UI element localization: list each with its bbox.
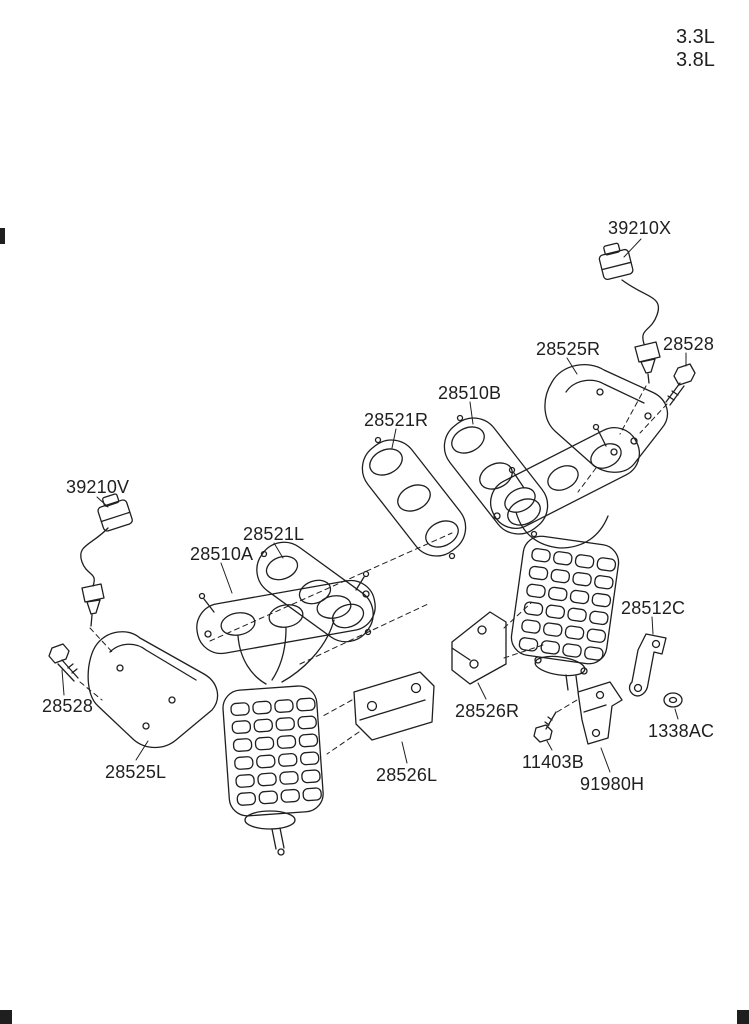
- bolt-11403b-drawing: [533, 711, 557, 743]
- part-label-28512c[interactable]: 28512C: [621, 598, 686, 618]
- oxygen-sensor-39210v-drawing: [80, 493, 133, 627]
- part-label-39210x[interactable]: 39210X: [608, 218, 672, 238]
- gasket-28521l-drawing: [256, 541, 374, 643]
- gasket-28510b-drawing: [443, 414, 549, 538]
- part-label-11403b[interactable]: 11403B: [522, 752, 584, 772]
- part-label-28526l[interactable]: 28526L: [376, 765, 438, 785]
- oxygen-sensor-39210x-drawing: [598, 242, 661, 384]
- part-label-28510a[interactable]: 28510A: [190, 544, 254, 564]
- page-corner-marks: [0, 228, 749, 1024]
- washer-1338ac-drawing: [663, 692, 683, 708]
- part-label-91980h[interactable]: 91980H: [580, 774, 645, 794]
- exhaust-manifold-cat-left-drawing: [196, 570, 376, 856]
- stay-28526r-drawing: [451, 611, 507, 685]
- part-label-28525r[interactable]: 28525R: [536, 339, 601, 359]
- engine-variant-3-8l: 3.8L: [676, 49, 715, 71]
- part-label-28528-right[interactable]: 28528: [663, 334, 715, 354]
- bracket-28512c-drawing: [628, 633, 667, 697]
- part-label-28528-left[interactable]: 28528: [42, 696, 94, 716]
- stay-28526l-drawing: [353, 671, 435, 741]
- part-label-28521l[interactable]: 28521L: [243, 524, 305, 544]
- part-label-28510b[interactable]: 28510B: [438, 383, 502, 403]
- part-label-28521r[interactable]: 28521R: [364, 410, 429, 430]
- part-label-39210v[interactable]: 39210V: [66, 477, 130, 497]
- exhaust-manifold-cat-right-drawing: [489, 423, 641, 692]
- heat-shield-28525r-drawing: [544, 364, 669, 473]
- bolt-28528-left-drawing: [48, 643, 79, 682]
- bracket-91980h-drawing: [577, 681, 623, 745]
- engine-variant-3-3l: 3.3L: [676, 26, 715, 48]
- heat-shield-28525l-drawing: [87, 631, 219, 749]
- part-label-1338ac[interactable]: 1338AC: [648, 721, 715, 741]
- leader-lines: [61, 238, 687, 773]
- assembly-dashed-lines: [79, 385, 668, 755]
- engine-variant-labels: 3.3L 3.8L: [676, 26, 715, 72]
- part-label-28526r[interactable]: 28526R: [455, 701, 520, 721]
- part-label-28525l[interactable]: 28525L: [105, 762, 167, 782]
- gasket-28521r-drawing: [361, 436, 467, 560]
- bolt-28528-right-drawing: [665, 363, 696, 406]
